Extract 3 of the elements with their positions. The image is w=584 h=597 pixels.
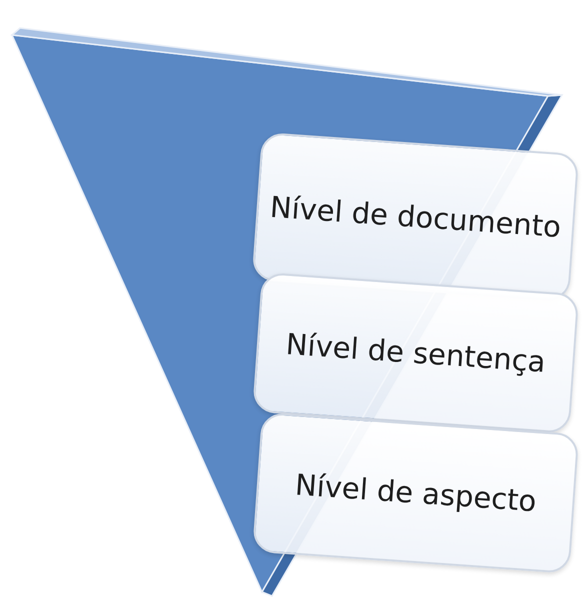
level-label: Nível de aspecto [294, 466, 538, 520]
level-label: Nível de sentença [284, 326, 547, 380]
level-label: Nível de documento [268, 188, 562, 246]
